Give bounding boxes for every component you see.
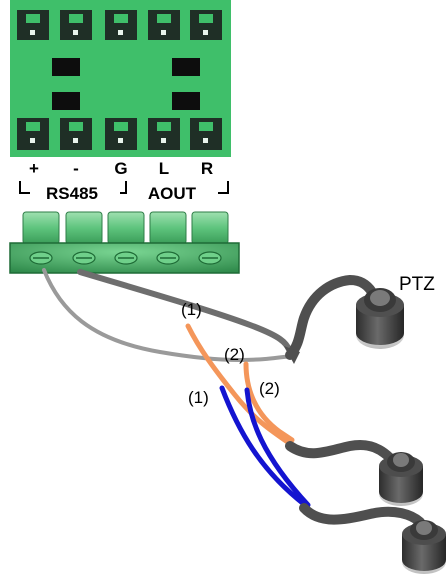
ptz-label: PTZ <box>399 274 435 295</box>
group-brackets <box>19 181 229 194</box>
ptz-cable <box>285 274 377 360</box>
plug-pins <box>22 211 229 245</box>
group-label-rs485: RS485 <box>46 184 98 203</box>
wire-rs485-minus <box>77 269 295 357</box>
wire-label-blue-1: (1) <box>188 388 209 407</box>
wires <box>42 268 311 508</box>
bottom-socket-5 <box>190 118 222 150</box>
ptz-assembly: PTZ <box>284 274 435 364</box>
plug-pin-3 <box>107 211 145 245</box>
bottom-socket-2 <box>60 118 92 150</box>
bottom-socket-4 <box>148 118 180 150</box>
slot-left-upper <box>52 58 80 76</box>
slot-left-lower <box>52 92 80 110</box>
wire-orange-2 <box>243 361 295 443</box>
pin-label-r: R <box>201 159 213 178</box>
top-socket-2 <box>60 10 92 40</box>
bottom-socket-row <box>17 118 222 150</box>
wire-label-orange-1: (1) <box>181 300 202 319</box>
rs485-bracket-right <box>120 181 127 194</box>
wire-label-blue-2: (2) <box>259 379 280 398</box>
top-socket-5 <box>190 10 222 40</box>
plug-pin-5 <box>191 211 229 245</box>
mounting-slots <box>52 58 200 110</box>
terminal-block <box>10 0 231 157</box>
aout-cable-lower <box>299 503 446 574</box>
top-socket-row <box>17 10 222 40</box>
wire-blue-1 <box>219 385 308 508</box>
plug-pin-4 <box>149 211 187 245</box>
plug-pin-2 <box>65 211 103 245</box>
top-socket-4 <box>148 10 180 40</box>
aout-bracket-right <box>218 181 229 194</box>
pin-label-plus: + <box>29 159 39 178</box>
bottom-socket-3 <box>105 118 137 150</box>
wire-labels: (1) (2) (1) (2) <box>181 300 280 407</box>
wire-blue-2 <box>244 387 311 508</box>
plug-connector <box>9 211 240 274</box>
wire-orange-1 <box>185 323 295 448</box>
pin-label-minus: - <box>73 159 79 178</box>
aout-connector-upper <box>379 452 423 506</box>
wire-rs485-plus <box>42 268 294 362</box>
top-socket-3 <box>105 10 137 40</box>
ptz-cable-end <box>284 346 300 364</box>
slot-right-lower <box>172 92 200 110</box>
ptz-connector <box>356 288 404 349</box>
pin-labels: + - G L R <box>29 159 213 178</box>
aout-cable-upper-line <box>285 440 395 463</box>
bottom-socket-1 <box>17 118 49 150</box>
slot-right-upper <box>172 58 200 76</box>
wire-label-orange-2: (2) <box>224 345 245 364</box>
pin-label-l: L <box>159 159 169 178</box>
pin-label-g: G <box>114 159 127 178</box>
aout-connector-lower <box>402 520 446 574</box>
aout-cable-upper <box>285 440 423 506</box>
aout-cable-lower-line <box>299 503 425 527</box>
group-label-aout: AOUT <box>148 184 197 203</box>
top-socket-1 <box>17 10 49 40</box>
plug-pin-1 <box>22 211 60 245</box>
rs485-bracket-left <box>19 181 30 194</box>
